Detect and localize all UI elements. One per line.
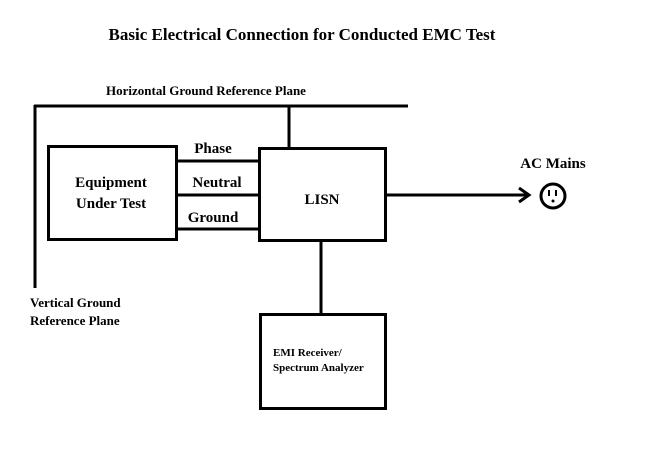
emi-receiver-box <box>259 313 387 410</box>
phase-label: Phase <box>194 141 232 157</box>
vertical-plane-label-line1: Vertical Ground <box>30 295 121 310</box>
receiver-label-line1: EMI Receiver/ <box>273 347 343 359</box>
eut-label-line2: Under Test <box>76 196 146 212</box>
receiver-label-line2: Spectrum Analyzer <box>273 362 364 374</box>
eut-label-line1: Equipment <box>75 175 147 191</box>
ac-mains-label: AC Mains <box>520 156 586 172</box>
vertical-plane-label-line2: Reference Plane <box>30 313 120 328</box>
diagram-title: Basic Electrical Connection for Conducte… <box>109 25 496 44</box>
lisn-label: LISN <box>304 192 339 208</box>
neutral-label: Neutral <box>192 175 241 191</box>
eut-box <box>47 145 178 241</box>
ground-label: Ground <box>188 210 239 226</box>
arrow-right-icon <box>518 186 532 204</box>
horizontal-plane-label: Horizontal Ground Reference Plane <box>106 83 306 98</box>
power-outlet-icon <box>539 182 567 210</box>
